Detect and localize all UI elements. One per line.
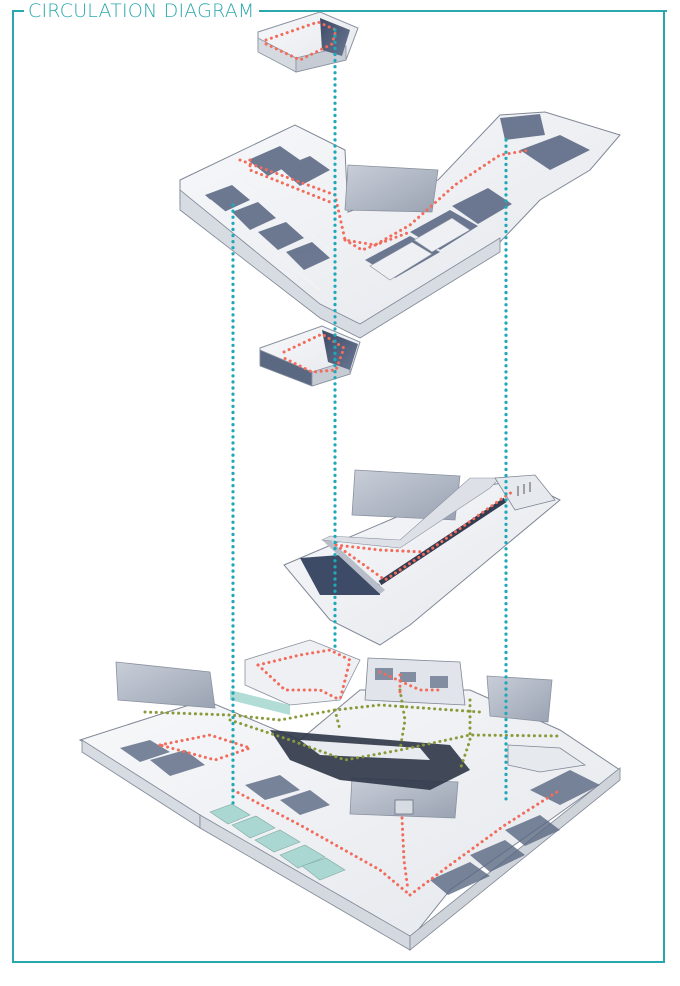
diagram-title: CIRCULATION DIAGRAM bbox=[24, 0, 259, 22]
mezzanine-ramp-level bbox=[283, 469, 561, 646]
upper-floor bbox=[179, 111, 621, 339]
ground-floor bbox=[78, 639, 621, 951]
intermediate-stair-block bbox=[259, 325, 361, 387]
frame-top-left-segment bbox=[12, 10, 26, 12]
vertical-circulation-lines bbox=[231, 28, 508, 807]
diagram-frame bbox=[12, 10, 665, 963]
roof-stair-block bbox=[257, 11, 359, 73]
frame-top-right-segment bbox=[258, 10, 667, 12]
